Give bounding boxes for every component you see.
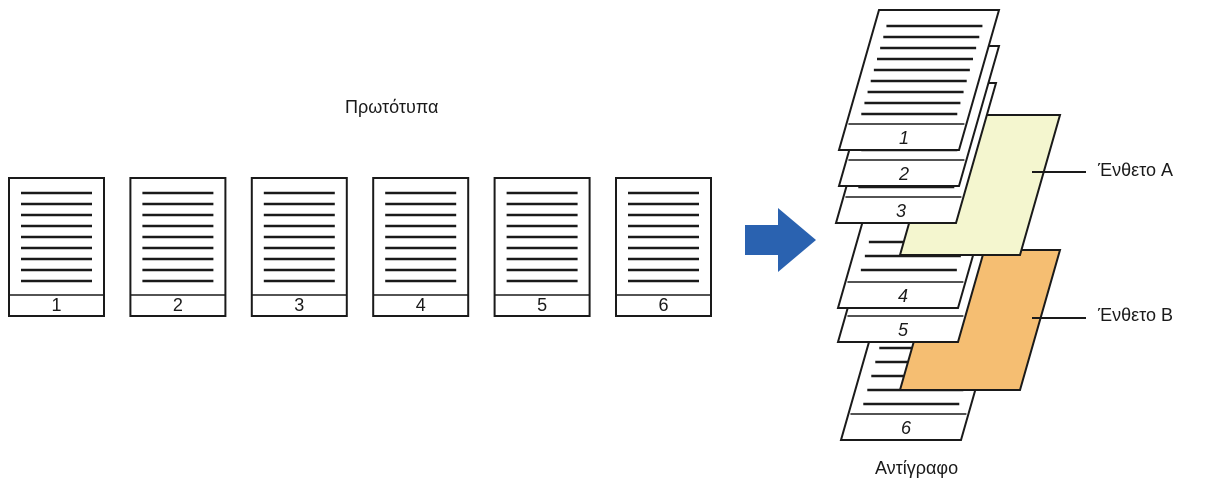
original-page: 2 — [129, 177, 227, 317]
right-arrow-icon — [745, 208, 816, 272]
original-page: 1 — [8, 177, 105, 317]
insert-leader-lines — [1032, 171, 1086, 319]
original-page: 6 — [615, 177, 712, 317]
sheet-number: 3 — [896, 201, 906, 221]
output-label: Αντίγραφο — [875, 458, 959, 478]
original-page: 5 — [493, 177, 591, 317]
page-number: 6 — [658, 295, 668, 315]
insert-b-label: Ένθετο B — [1098, 305, 1174, 325]
page-number: 3 — [294, 295, 304, 315]
page-number: 1 — [51, 295, 61, 315]
page-number: 4 — [416, 295, 426, 315]
original-pages: 1 2 3 4 5 6 — [8, 177, 712, 317]
sheet-number: 4 — [898, 286, 908, 306]
sheet-number: 2 — [898, 164, 909, 184]
output-sheet: 1 — [837, 9, 1001, 151]
page-number: 2 — [173, 295, 183, 315]
sheet-number: 5 — [898, 320, 909, 340]
sheet-number: 6 — [901, 418, 912, 438]
sheet-number: 1 — [899, 128, 909, 148]
page-number: 5 — [537, 295, 547, 315]
original-page: 3 — [250, 177, 348, 317]
originals-label: Πρωτότυπα — [345, 97, 439, 117]
original-page: 4 — [372, 177, 470, 317]
insert-a-label: Ένθετο A — [1098, 160, 1174, 180]
output-stack: 6 5 4 3 2 1 — [834, 9, 1062, 441]
